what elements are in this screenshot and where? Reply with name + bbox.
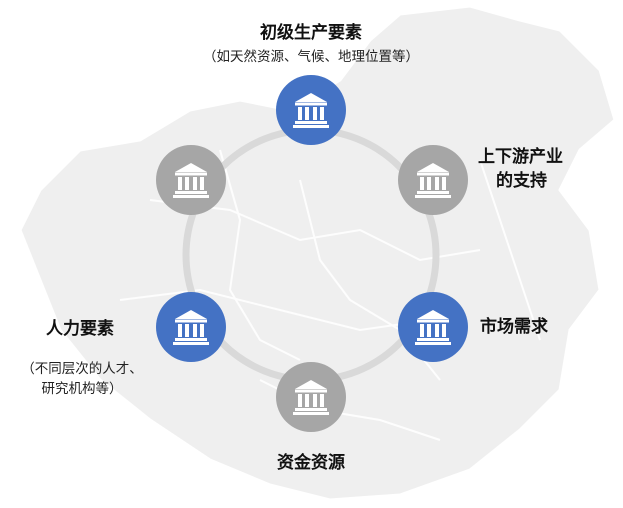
label-human-factors: 人力要素 [46, 319, 114, 339]
label-capital: 资金资源 [277, 453, 345, 473]
sublabel-primary-factors: （如天然资源、气候、地理位置等） [203, 49, 419, 65]
node-market-demand [398, 292, 468, 362]
bank-icon [293, 380, 329, 415]
label-industry-support-line1: 上下游产业 [478, 147, 563, 167]
bank-icon [173, 163, 209, 198]
label-industry-support-line2: 的支持 [496, 171, 547, 191]
node-capital [276, 362, 346, 432]
node-industry-support [398, 145, 468, 215]
bank-icon [173, 310, 209, 345]
label-market-demand: 市场需求 [480, 317, 548, 337]
sublabel-human-factors-line2: 研究机构等） [41, 381, 123, 397]
bank-icon [415, 310, 451, 345]
bank-icon [293, 93, 329, 128]
bank-icon [415, 163, 451, 198]
label-primary-factors: 初级生产要素 [260, 23, 362, 43]
node-human-factors [156, 292, 226, 362]
node-unlabeled [156, 145, 226, 215]
node-primary-factors [276, 75, 346, 145]
sublabel-human-factors-line1: （不同层次的人才、 [21, 361, 143, 377]
